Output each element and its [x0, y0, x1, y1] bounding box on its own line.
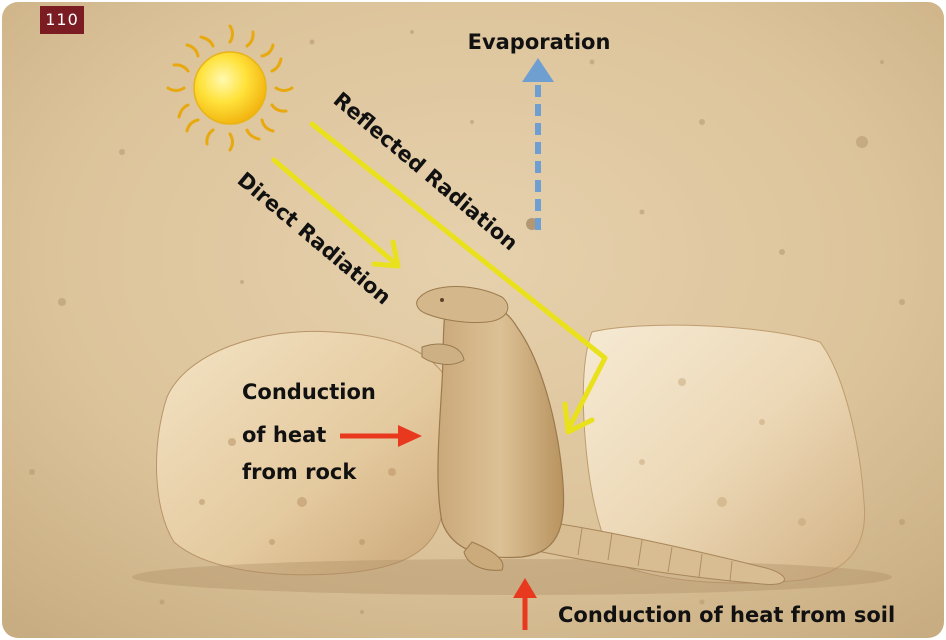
rock-conduction-label-line3: from rock	[242, 460, 357, 484]
evaporation-label: Evaporation	[468, 30, 611, 54]
left-rock	[157, 331, 451, 574]
soil-conduction-label: Conduction of heat from soil	[558, 603, 895, 627]
rock-conduction-label-line2: of heat	[242, 423, 326, 447]
rock-conduction-label-line1: Conduction	[242, 380, 376, 404]
page-number-badge: 110	[40, 6, 84, 34]
